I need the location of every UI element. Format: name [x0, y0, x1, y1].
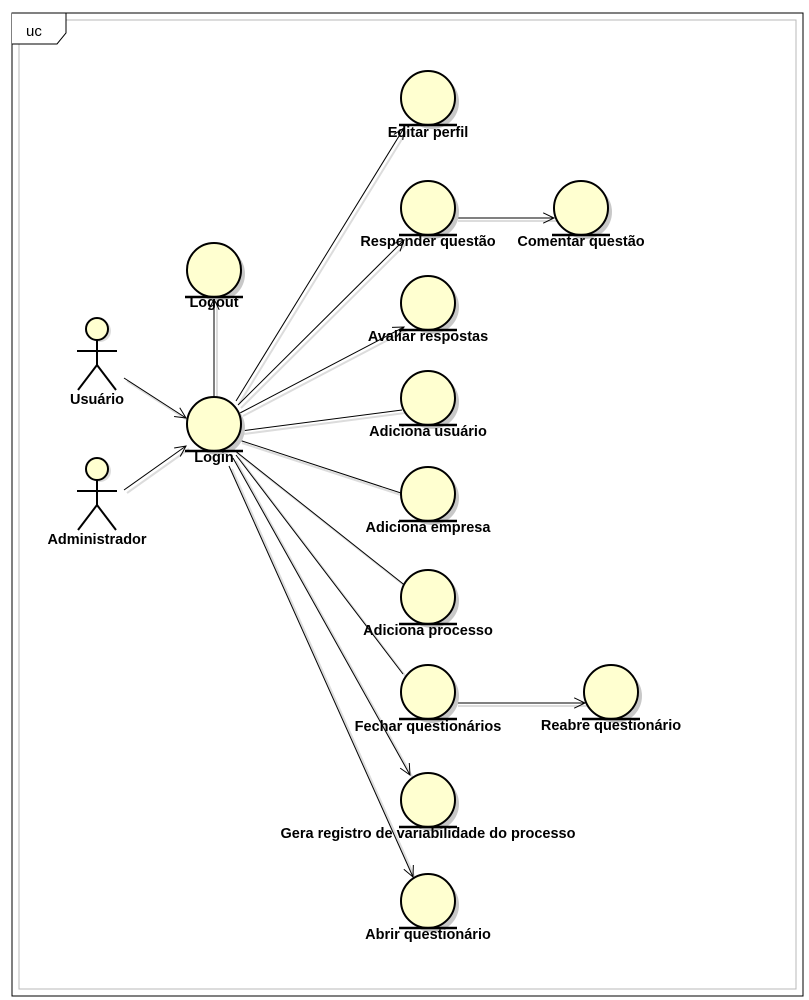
use-case-circle: [400, 772, 456, 828]
association-login-to-avaliar-respostas: [239, 326, 408, 417]
actor-figure-icon: [77, 457, 117, 531]
frame-tag-box: [12, 12, 67, 45]
association-administrador-to-login: [123, 445, 190, 494]
use-case-circle: [400, 70, 456, 126]
association-login-to-adiciona-usuario: [240, 409, 406, 435]
use-case-label: Avaliar respostas: [368, 329, 488, 345]
use-case-label: Adiciona usuário: [369, 424, 487, 440]
use-case-abrir-questionario[interactable]: Abrir questionário: [365, 873, 491, 943]
use-case-circle: [400, 664, 456, 720]
association-login-to-logout: [208, 297, 220, 400]
use-case-circle: [186, 242, 242, 298]
use-case-circle: [400, 370, 456, 426]
use-case-circle: [186, 396, 242, 452]
actor-administrador[interactable]: Administrador: [47, 457, 147, 548]
use-case-label: Adiciona processo: [363, 623, 493, 639]
association-fechar-questionarios-to-reabre-questionario: [455, 697, 588, 709]
association-login-to-abrir-questionario: [228, 465, 417, 881]
use-case-logout[interactable]: Logout: [185, 242, 245, 311]
use-case-circle: [553, 180, 609, 236]
frame-tag: uc: [26, 23, 42, 40]
use-case-circle: [400, 180, 456, 236]
use-case-label: Comentar questão: [517, 234, 644, 250]
use-case-adiciona-usuario[interactable]: Adiciona usuário: [369, 370, 487, 440]
association-usuario-to-login: [123, 377, 190, 422]
use-case-label: Logout: [189, 295, 238, 311]
use-case-label: Fechar questionários: [355, 719, 502, 735]
actor-usuario[interactable]: Usuário: [70, 317, 124, 408]
use-case-responder-questao[interactable]: Responder questão: [360, 180, 496, 250]
use-case-adiciona-processo[interactable]: Adiciona processo: [363, 569, 493, 639]
use-case-label: Editar perfil: [388, 125, 469, 141]
frame-border: [11, 12, 804, 997]
association-login-to-gera-registro: [232, 457, 414, 779]
use-case-gera-registro[interactable]: Gera registro de variabilidade do proces…: [281, 772, 576, 842]
use-case-adiciona-empresa[interactable]: Adiciona empresa: [366, 466, 492, 536]
use-case-label: Reabre questionário: [541, 718, 681, 734]
use-case-circle: [400, 873, 456, 929]
use-case-circle: [583, 664, 639, 720]
use-case-label: Responder questão: [360, 234, 495, 250]
use-case-reabre-questionario[interactable]: Reabre questionário: [541, 664, 681, 734]
use-case-label: Login: [194, 450, 233, 466]
association-responder-questao-to-comentar-questao: [455, 212, 557, 224]
actor-label: Usuário: [70, 392, 124, 408]
use-case-comentar-questao[interactable]: Comentar questão: [517, 180, 645, 250]
association-login-to-adiciona-processo: [233, 449, 411, 591]
association-login-to-fechar-questionarios: [235, 454, 407, 678]
use-case-fechar-questionarios[interactable]: Fechar questionários: [355, 664, 502, 735]
use-case-circle: [400, 275, 456, 331]
actor-label: Administrador: [47, 532, 146, 548]
use-case-circle: [400, 466, 456, 522]
associations: [123, 127, 588, 881]
association-login-to-adiciona-empresa: [238, 439, 408, 498]
use-case-login[interactable]: Login: [185, 396, 245, 466]
association-login-to-editar-perfil: [235, 127, 408, 405]
use-case-label: Adiciona empresa: [366, 520, 492, 536]
use-case-label: Abrir questionário: [365, 927, 491, 943]
use-case-circle: [400, 569, 456, 625]
use-case-editar-perfil[interactable]: Editar perfil: [388, 70, 469, 141]
actor-figure-icon: [77, 317, 117, 391]
association-login-to-responder-questao: [237, 239, 408, 409]
use-case-avaliar-respostas[interactable]: Avaliar respostas: [368, 275, 488, 345]
use-case-label: Gera registro de variabilidade do proces…: [281, 826, 576, 842]
frame-inner-border: [18, 19, 797, 990]
